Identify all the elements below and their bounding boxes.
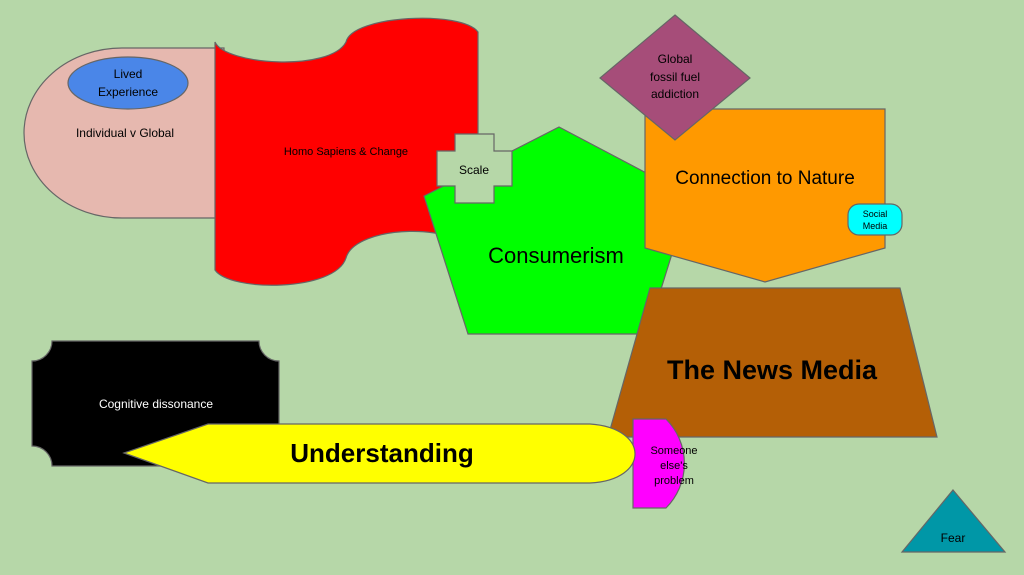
understanding-shape[interactable] — [122, 423, 636, 484]
lived-experience-label-line2: Experience — [98, 85, 158, 99]
individual-v-global-label: Individual v Global — [76, 126, 174, 140]
news-media-shape[interactable] — [607, 287, 938, 438]
shape-connection-to-nature[interactable]: Connection to Nature — [644, 108, 886, 283]
fear-label: Fear — [941, 531, 966, 545]
shape-fossil-fuel[interactable]: Global fossil fuel addiction — [599, 14, 751, 141]
someone-else-label-line1: Someone — [650, 445, 697, 457]
lived-experience-label-line1: Lived — [114, 67, 143, 81]
understanding-label: Understanding — [290, 438, 473, 468]
fossil-fuel-shape[interactable] — [599, 14, 751, 141]
someone-else-label-line2: else's — [660, 460, 688, 472]
connection-to-nature-shape[interactable] — [644, 108, 886, 283]
scale-label: Scale — [459, 163, 489, 177]
fossil-fuel-label-line1: Global — [658, 52, 693, 66]
lived-experience-shape[interactable] — [67, 56, 189, 110]
consumerism-label: Consumerism — [488, 243, 624, 268]
shape-social-media[interactable]: Social Media — [847, 203, 903, 236]
shape-news-media[interactable]: The News Media — [607, 287, 938, 438]
shape-understanding[interactable]: Understanding — [122, 423, 636, 484]
homo-sapiens-label: Homo Sapiens & Change — [284, 146, 408, 158]
shape-lived-experience[interactable]: Lived Experience — [67, 56, 189, 110]
connection-to-nature-label: Connection to Nature — [675, 168, 855, 189]
news-media-label: The News Media — [667, 355, 878, 385]
shape-scale[interactable]: Scale — [436, 133, 513, 204]
someone-else-shape[interactable] — [632, 418, 685, 509]
social-media-label-line2: Media — [863, 221, 888, 231]
someone-else-label-line3: problem — [654, 475, 694, 487]
shape-fear[interactable]: Fear — [900, 489, 1007, 553]
fear-shape[interactable] — [900, 489, 1007, 553]
cognitive-dissonance-label: Cognitive dissonance — [99, 397, 213, 411]
social-media-label-line1: Social — [863, 209, 888, 219]
shape-someone-else[interactable]: Someone else's problem — [632, 418, 698, 509]
fossil-fuel-label-line3: addiction — [651, 87, 699, 101]
fossil-fuel-label-line2: fossil fuel — [650, 70, 700, 84]
social-media-shape[interactable] — [847, 203, 903, 236]
scale-shape[interactable] — [436, 133, 513, 204]
